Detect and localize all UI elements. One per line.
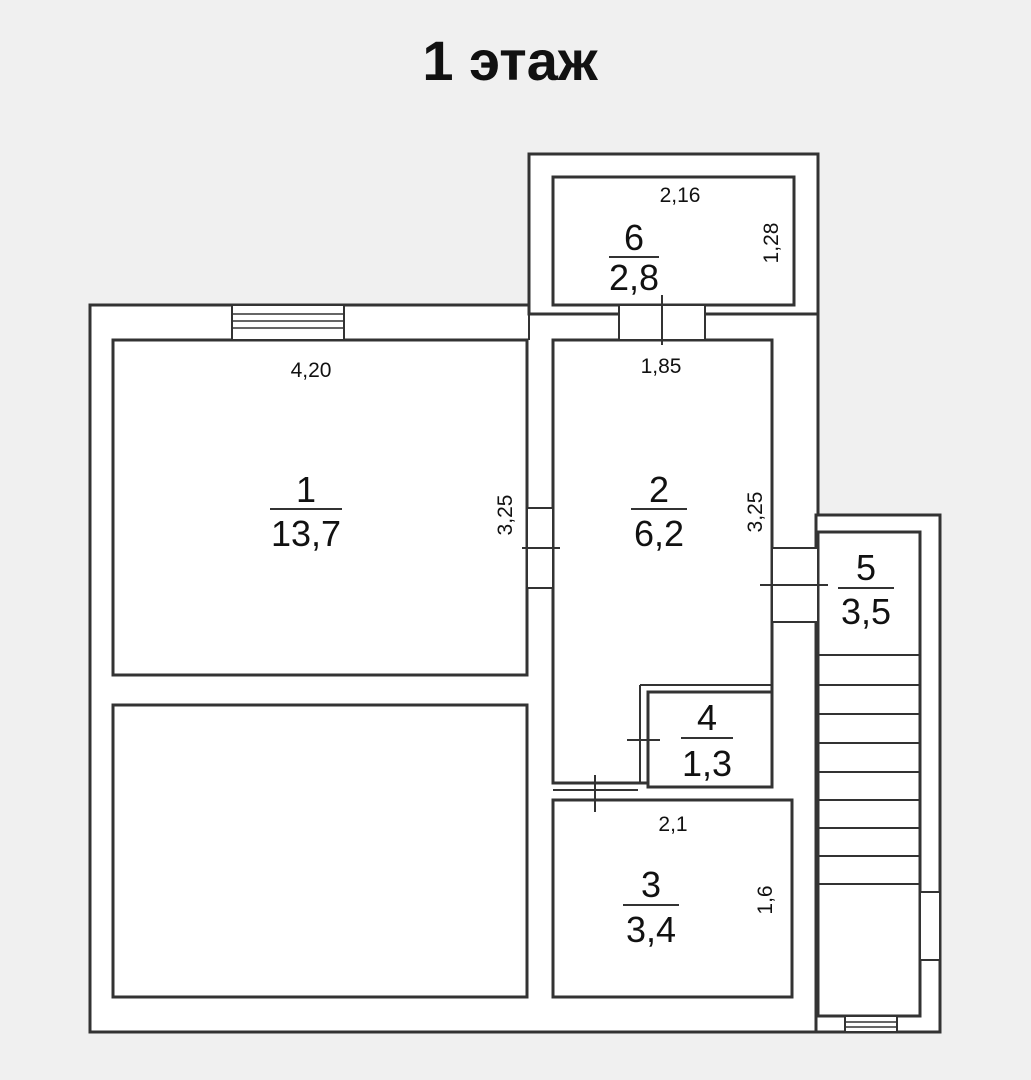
door-2-5 [760, 547, 828, 623]
room-1-area: 13,7 [271, 513, 341, 554]
room-5-number: 5 [856, 547, 876, 588]
room-3-number: 3 [641, 864, 661, 905]
room-2-height-dim: 3,25 [744, 492, 767, 533]
room-4-label: 4 1,3 [681, 697, 733, 784]
room-3-height-dim: 1,6 [754, 885, 777, 914]
room-6-label: 6 2,8 [609, 217, 659, 298]
room-6-area: 2,8 [609, 257, 659, 298]
room-5-label: 5 3,5 [838, 547, 894, 632]
room-1 [111, 338, 529, 677]
room-2-width-dim: 1,85 [641, 355, 682, 378]
window-south [844, 1015, 898, 1033]
door-6-2 [618, 295, 706, 345]
room-3 [551, 798, 794, 999]
window-north [231, 304, 345, 341]
room-2-label: 2 6,2 [631, 469, 687, 554]
room-3-label: 3 3,4 [623, 864, 679, 950]
window-east [919, 891, 941, 961]
door-4 [627, 684, 772, 783]
room-5-area: 3,5 [841, 591, 891, 632]
room-1-label: 1 13,7 [270, 469, 342, 554]
room-3-area: 3,4 [626, 909, 676, 950]
room-2-number: 2 [649, 469, 669, 510]
room-6-height-dim: 1,28 [760, 223, 783, 264]
staircase [818, 654, 920, 885]
room-4 [646, 690, 774, 789]
room-6 [551, 175, 796, 307]
room-4-number: 4 [697, 697, 717, 738]
room-6-width-dim: 2,16 [660, 184, 701, 207]
room-1-width-dim: 4,20 [291, 359, 332, 382]
room-1-number: 1 [296, 469, 316, 510]
door-3 [553, 775, 638, 812]
room-3-width-dim: 2,1 [658, 813, 687, 836]
room-unnumbered [111, 703, 529, 999]
room-6-number: 6 [624, 217, 644, 258]
room-1-height-dim: 3,25 [494, 495, 517, 536]
room-5 [816, 530, 922, 1018]
room-4-area: 1,3 [682, 743, 732, 784]
room-2-area: 6,2 [634, 513, 684, 554]
floor-title: 1 этаж [422, 29, 598, 92]
door-1-2 [522, 507, 560, 589]
